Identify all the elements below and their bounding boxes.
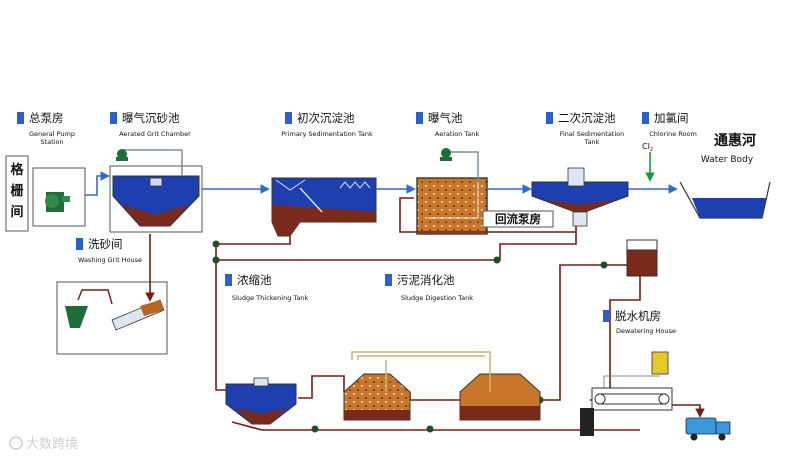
watermark-text: 大数跨境 bbox=[26, 437, 78, 452]
thickening-tank-en: Sludge Thickening Tank bbox=[232, 294, 309, 302]
belt-press-icon bbox=[580, 387, 673, 436]
hopper-icon bbox=[65, 306, 88, 328]
washing-house-zh: 洗砂间 bbox=[88, 237, 123, 251]
final-tank-en-2: Tank bbox=[584, 138, 600, 146]
chlorine-symbol: Cl bbox=[642, 142, 650, 151]
final-sedimentation-tank: 二次沉淀池 Final Sedimentation Tank bbox=[531, 111, 629, 227]
label-marker bbox=[17, 112, 24, 124]
pump-station-en-2: Station bbox=[40, 138, 63, 146]
thickening-tank-zh: 浓缩池 bbox=[237, 273, 272, 287]
primary-tank-zh: 初次沉淀池 bbox=[297, 111, 355, 125]
pump-icon bbox=[45, 192, 70, 212]
blower-icon bbox=[116, 149, 128, 161]
washing-house-en: Washing Grit House bbox=[78, 256, 142, 264]
chlorine-subscript: 2 bbox=[650, 147, 653, 153]
dewatering-house: 脱水机房 Dewatering House bbox=[580, 239, 731, 441]
grit-chamber-zh: 曝气沉砂池 bbox=[122, 111, 180, 125]
grit-chamber-en: Aerated Grit Chamber bbox=[119, 130, 191, 138]
watermark: 大数跨境 bbox=[9, 436, 78, 452]
sludge-digestion-tank: 污泥消化池 Sludge Digestion Tank bbox=[343, 273, 541, 421]
final-tank-en-1: Final Sedimentation bbox=[560, 130, 625, 138]
pump-station: 总泵房 General Pump Station bbox=[17, 111, 86, 227]
return-pump-room: 回流泵房 bbox=[482, 210, 554, 228]
primary-sedimentation-tank: 初次沉淀池 Primary Sedimentation Tank bbox=[271, 111, 377, 237]
water-body: 通惠河 Water Body bbox=[679, 132, 771, 219]
primary-tank-en: Primary Sedimentation Tank bbox=[281, 130, 373, 138]
grille-label-box: 格栅间 bbox=[10, 163, 24, 220]
pump-station-zh: 总泵房 bbox=[29, 111, 64, 125]
chlorine-room-zh: 加氯间 bbox=[654, 111, 689, 125]
flow-to-grit-chamber bbox=[85, 171, 110, 196]
chlorine-room: 加氯间 Chlorine Room Cl2 bbox=[642, 111, 697, 182]
water-body-en: Water Body bbox=[701, 155, 754, 165]
return-pump-label: 回流泵房 bbox=[495, 212, 541, 226]
washing-grit-house: 洗砂间 Washing Grit House bbox=[56, 234, 168, 355]
sludge-thickening-tank: 浓缩池 Sludge Thickening Tank bbox=[225, 273, 309, 425]
chemical-drum-icon bbox=[651, 351, 669, 375]
aerated-grit-chamber: 曝气沉砂池 Aerated Grit Chamber bbox=[109, 111, 203, 233]
screw-conveyor-icon bbox=[111, 299, 165, 331]
pump-station-en-1: General Pump bbox=[29, 130, 75, 138]
svg-text:Cl2: Cl2 bbox=[642, 142, 653, 153]
grille-room-text: 格栅间 bbox=[10, 163, 24, 220]
chlorine-room-en: Chlorine Room bbox=[649, 130, 697, 138]
water-body-zh: 通惠河 bbox=[714, 132, 756, 149]
digestion-tank-en: Sludge Digestion Tank bbox=[401, 294, 473, 302]
dewatering-house-en: Dewatering House bbox=[616, 327, 676, 335]
aeration-tank-en: Aeration Tank bbox=[435, 130, 480, 138]
sludge-truck-icon bbox=[685, 417, 731, 441]
watermark-logo-icon bbox=[9, 436, 23, 450]
aeration-tank-zh: 曝气池 bbox=[428, 111, 463, 125]
grille-room: 格栅间 bbox=[5, 155, 29, 232]
aeration-tank: 曝气池 Aeration Tank bbox=[416, 111, 488, 235]
final-tank-zh: 二次沉淀池 bbox=[558, 111, 616, 125]
digestion-tank-zh: 污泥消化池 bbox=[397, 273, 455, 287]
air-blower-icon bbox=[441, 148, 451, 158]
dewatering-house-zh: 脱水机房 bbox=[615, 309, 661, 323]
